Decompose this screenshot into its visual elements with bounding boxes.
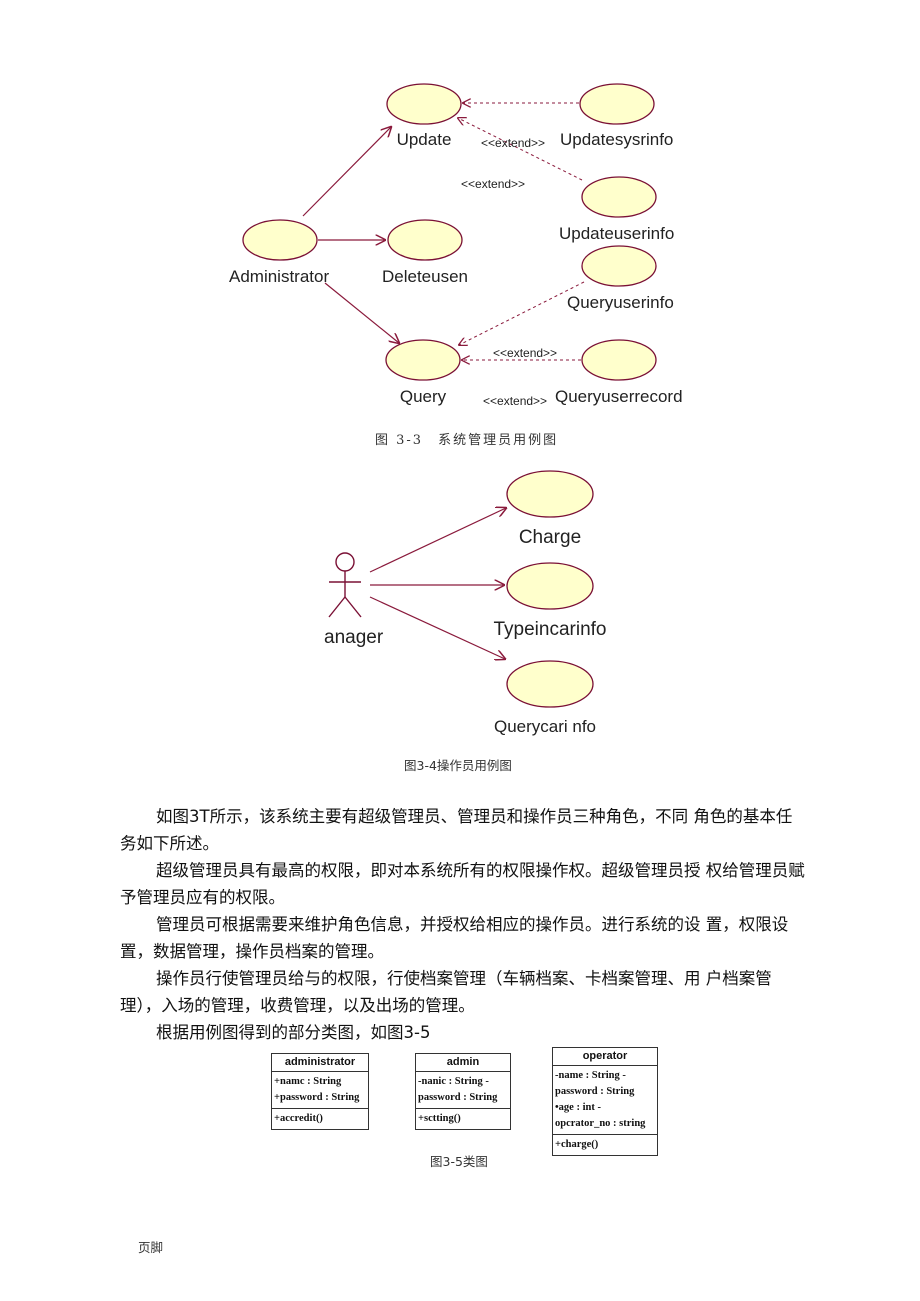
- page-footer: 页脚: [138, 1240, 164, 1255]
- usecase-queryuserrecord-ellipse: [581, 339, 657, 381]
- class-operation: +accredit(): [274, 1113, 323, 1124]
- label-updateuserinfo: Updateuserinfo: [559, 224, 674, 243]
- label-queryuserinfo: Queryuserinfo: [567, 293, 674, 312]
- label-charge: Charge: [519, 527, 581, 548]
- class-operations: +charge(): [553, 1135, 657, 1155]
- label-update: Update: [397, 130, 452, 149]
- class-name: operator: [553, 1048, 657, 1066]
- usecase-updateuserinfo-ellipse: [581, 176, 657, 218]
- class-name: administrator: [272, 1054, 368, 1072]
- extend-label: <<extend>>: [493, 346, 557, 360]
- paragraph: 如图3T所示，该系统主要有超级管理员、管理员和操作员三种角色，不同 角色的基本任…: [120, 807, 793, 853]
- usecase-typeincarinfo-ellipse: [506, 562, 594, 610]
- assoc-manager-charge: [369, 508, 506, 573]
- assoc-manager-querycarinfo: [369, 596, 505, 659]
- class-box-operator: operator -name : String - password : Str…: [552, 1047, 658, 1156]
- class-operations: +sctting(): [416, 1109, 510, 1129]
- actor-stick-figure-icon: [328, 552, 362, 618]
- figure-3-4-caption: 图3-4操作员用例图: [404, 758, 512, 773]
- paragraph: 超级管理员具有最高的权限，即对本系统所有的权限操作权。超级管理员授 权给管理员赋…: [120, 861, 805, 907]
- paragraph: 管理员可根据需要来维护角色信息，并授权给相应的操作员。进行系统的设 置，权限设置…: [120, 915, 789, 961]
- class-attributes: +namc : String +password : String: [272, 1072, 368, 1109]
- class-attributes: -name : String - password : String •age …: [553, 1066, 657, 1135]
- class-box-admin: admin -nanic : String - password : Strin…: [415, 1053, 511, 1130]
- paragraph: 根据用例图得到的部分类图，如图3-5: [156, 1023, 431, 1042]
- usecase-charge-ellipse: [506, 470, 594, 518]
- usecase-deleteuser-ellipse: [387, 219, 463, 261]
- class-box-administrator: administrator +namc : String +password :…: [271, 1053, 369, 1130]
- class-attribute: -name : String -: [555, 1070, 626, 1081]
- class-attribute: opcrator_no : string: [555, 1118, 646, 1129]
- usecase-updatesysrinfo-ellipse: [579, 83, 655, 125]
- extend-updateuserinfo-update: [458, 118, 583, 181]
- paragraph: 操作员行使管理员给与的权限，行使档案管理（车辆档案、卡档案管理、用 户档案管理）…: [120, 969, 772, 1015]
- figure-3-3-caption: 图 3-3 系统管理员用例图: [375, 433, 558, 448]
- class-attribute: •age : int -: [555, 1102, 601, 1113]
- label-actor-manager: anager: [324, 627, 384, 648]
- figure-3-4-diagram: anager Charge Typeincarinfo Querycari nf…: [324, 470, 607, 736]
- usecase-queryuserinfo-ellipse: [581, 245, 657, 287]
- class-operation: +charge(): [555, 1139, 599, 1150]
- label-query: Query: [400, 387, 447, 406]
- extend-label: <<extend>>: [483, 394, 547, 408]
- label-querycarinfo: Querycari nfo: [494, 717, 596, 736]
- label-administrator: Administrator: [229, 267, 329, 286]
- extend-label: <<extend>>: [461, 177, 525, 191]
- label-updatesysrinfo: Updatesysrinfo: [560, 130, 673, 149]
- class-attributes: -nanic : String - password : String: [416, 1072, 510, 1109]
- extend-queryuserinfo-query: [459, 281, 585, 345]
- actor-administrator-ellipse: [242, 219, 318, 261]
- label-queryuserrecord: Queryuserrecord: [555, 387, 683, 406]
- class-name: admin: [416, 1054, 510, 1072]
- class-attribute: +password : String: [274, 1092, 360, 1103]
- class-attribute: +namc : String: [274, 1076, 342, 1087]
- label-typeincarinfo: Typeincarinfo: [493, 619, 606, 640]
- usecase-update-ellipse: [386, 83, 462, 125]
- body-text: 如图3T所示，该系统主要有超级管理员、管理员和操作员三种角色，不同 角色的基本任…: [120, 803, 805, 1046]
- usecase-querycarinfo-ellipse: [506, 660, 594, 708]
- usecase-query-ellipse: [385, 339, 461, 381]
- label-deleteuser: Deleteusen: [382, 267, 468, 286]
- class-operation: +sctting(): [418, 1113, 461, 1124]
- class-attribute: -nanic : String -: [418, 1076, 489, 1087]
- class-attribute: password : String: [418, 1092, 498, 1103]
- assoc-admin-update: [302, 127, 391, 217]
- class-attribute: password : String: [555, 1086, 635, 1097]
- class-operations: +accredit(): [272, 1109, 368, 1129]
- figure-3-3-diagram: Update Updatesysrinfo Updateuserinfo Adm…: [229, 83, 683, 448]
- figure-3-5-caption: 图3-5类图: [430, 1154, 488, 1169]
- extend-label: <<extend>>: [481, 136, 545, 150]
- assoc-admin-query: [324, 282, 399, 343]
